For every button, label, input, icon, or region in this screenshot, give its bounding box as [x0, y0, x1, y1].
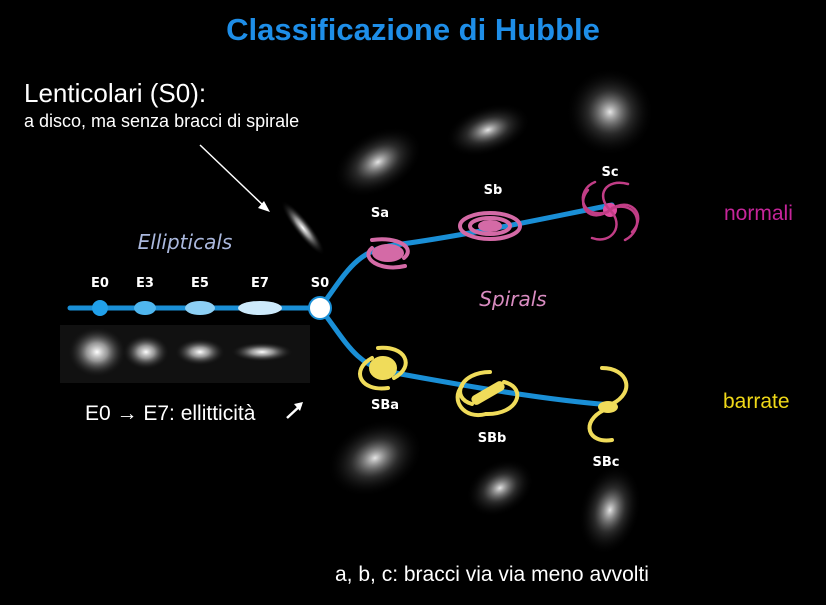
marker-e0 [92, 300, 108, 316]
spirals-label: Spirals [479, 287, 546, 311]
lenticular-title: Lenticolari (S0): [24, 78, 207, 108]
symbol-sbc [587, 366, 629, 443]
normal-spiral-symbols [366, 180, 640, 270]
marker-e7 [238, 301, 282, 315]
symbol-sa [366, 237, 410, 270]
type-label-sbb: SBb [478, 431, 507, 446]
elliptical-photo-e0 [67, 326, 127, 378]
type-label-sba: SBa [371, 398, 399, 413]
sba-photo [327, 419, 423, 497]
lenticular-photo [281, 200, 325, 256]
type-label-e5: E5 [191, 276, 209, 291]
barred-spiral-symbols [358, 345, 629, 443]
sc-photo [566, 68, 654, 156]
lenticular-pointer-arrow [199, 144, 270, 212]
sbc-photo [578, 464, 642, 556]
symbol-sb [458, 211, 522, 241]
type-label-sc: Sc [601, 165, 618, 180]
type-label-e7: E7 [251, 276, 269, 291]
sa-photo [333, 126, 423, 198]
symbol-sba [358, 345, 408, 391]
type-label-e0: E0 [91, 276, 109, 291]
type-label-sa: Sa [371, 206, 389, 221]
marker-e3 [134, 301, 156, 315]
sb-photo [445, 103, 531, 157]
lenticular-subtitle: a disco, ma senza bracci di spirale [24, 111, 300, 131]
normal-spiral-track [317, 202, 615, 311]
barred-branch-label: barrate [723, 390, 790, 413]
type-label-s0: S0 [311, 276, 329, 291]
marker-e5 [185, 301, 215, 315]
marker-s0 [308, 296, 332, 320]
galaxy-photos [60, 68, 654, 556]
type-label-e3: E3 [136, 276, 154, 291]
elliptical-markers [92, 296, 332, 320]
type-label-sbc: SBc [593, 455, 620, 470]
elliptical-photo-e7 [230, 342, 294, 362]
sbb-photo [466, 459, 534, 517]
diagram-labels: Ellipticals Spirals E0 E3 E5 E7 S0 Sa Sb… [91, 165, 619, 470]
barred-spiral-track [317, 305, 615, 408]
normal-branch-label: normali [724, 202, 793, 225]
type-label-sb: Sb [484, 183, 503, 198]
ellipticity-increase-arrow [286, 402, 303, 419]
symbol-sc [581, 180, 640, 242]
symbol-sbb [455, 370, 520, 418]
arms-winding-note: a, b, c: bracci via via meno avvolti [335, 563, 649, 586]
elliptical-photo-e5 [174, 338, 226, 366]
slide-title: Classificazione di Hubble [226, 12, 600, 47]
elliptical-photo-e3 [122, 334, 170, 370]
ellipticity-note: E0 → E7: ellitticità [85, 402, 256, 425]
ellipticals-label: Ellipticals [138, 230, 233, 254]
